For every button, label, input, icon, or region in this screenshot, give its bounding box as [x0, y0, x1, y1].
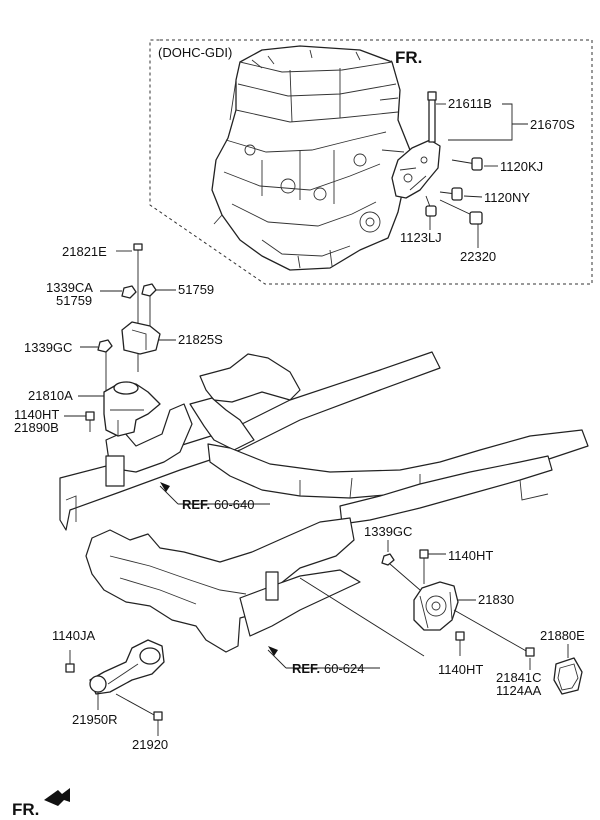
svg-text:REF.: REF. — [292, 661, 320, 676]
transmission-mount-21830 — [413, 581, 459, 631]
label-1140JA: 1140JA — [52, 628, 95, 643]
ref-60-624: REF. 60-624 — [267, 646, 380, 676]
label-21825S: 21825S — [178, 332, 223, 347]
bolt-1140HT-right-bottom — [455, 631, 465, 656]
roll-rod-21950R — [89, 639, 165, 695]
ref-60-640: REF. 60-640 — [159, 482, 270, 512]
svg-text:FR.: FR. — [395, 48, 422, 67]
nut-1339CA — [121, 285, 137, 299]
bolt-1140JA — [65, 650, 75, 673]
label-22320: 22320 — [460, 249, 496, 264]
bolt-1140HT-right-top — [419, 549, 429, 584]
label-1123LJ: 1123LJ — [400, 230, 442, 245]
label-21890B: 21890B — [14, 420, 59, 435]
front-cross-member — [59, 351, 589, 531]
label-21950R: 21950R — [72, 712, 118, 727]
label-21810A: 21810A — [28, 388, 73, 403]
label-1140HT-right-top: 1140HT — [448, 548, 493, 563]
nut-1339GC-right — [381, 553, 421, 591]
cover-21880E — [553, 657, 583, 695]
bolt-1140HT-left — [85, 411, 95, 432]
front-direction-arrow-bottom: FR. — [12, 788, 70, 819]
engine-mount-21810A — [103, 381, 161, 437]
label-1120NY: 1120NY — [484, 190, 530, 205]
label-1339GC-left: 1339GC — [24, 340, 72, 355]
engine-block — [211, 45, 411, 271]
sub-frame — [85, 517, 361, 653]
engine-mount-bracket — [391, 139, 441, 199]
label-21611B: 21611B — [448, 96, 492, 111]
bolt-1120KJ — [451, 157, 483, 171]
svg-text:60-624: 60-624 — [324, 661, 364, 676]
engine-variant-label: (DOHC-GDI) — [158, 45, 232, 60]
nut-51759 — [141, 283, 157, 330]
label-1339CA: 1339CA — [46, 280, 93, 295]
label-1124AA: 1124AA — [496, 683, 542, 698]
label-21920: 21920 — [132, 737, 168, 752]
through-bolt-21841C — [453, 609, 535, 657]
bolt-1120NY — [439, 187, 463, 201]
nut-1339GC-left — [97, 339, 113, 392]
label-1120KJ: 1120KJ — [500, 159, 543, 174]
svg-text:REF.: REF. — [182, 497, 210, 512]
label-1339GC-right: 1339GC — [364, 524, 412, 539]
label-21841C: 21841C — [496, 670, 542, 685]
svg-text:FR.: FR. — [12, 800, 39, 819]
label-1140HT-left: 1140HT — [14, 407, 59, 422]
label-51759b: 51759 — [178, 282, 214, 297]
label-21821E: 21821E — [62, 244, 107, 259]
engine-assembly-box — [149, 39, 593, 285]
label-1140HT-right-bottom: 1140HT — [438, 662, 483, 677]
label-21830: 21830 — [478, 592, 514, 607]
mount-bracket-21825S — [121, 321, 161, 355]
bolt-22320 — [439, 199, 483, 225]
label-21880E: 21880E — [540, 628, 585, 643]
label-21670S: 21670S — [530, 117, 575, 132]
bolt-21920 — [115, 693, 163, 721]
svg-text:60-640: 60-640 — [214, 497, 254, 512]
stud-bolt — [427, 91, 437, 143]
label-51759a: 51759 — [56, 293, 92, 308]
bolt-1123LJ — [425, 195, 437, 217]
